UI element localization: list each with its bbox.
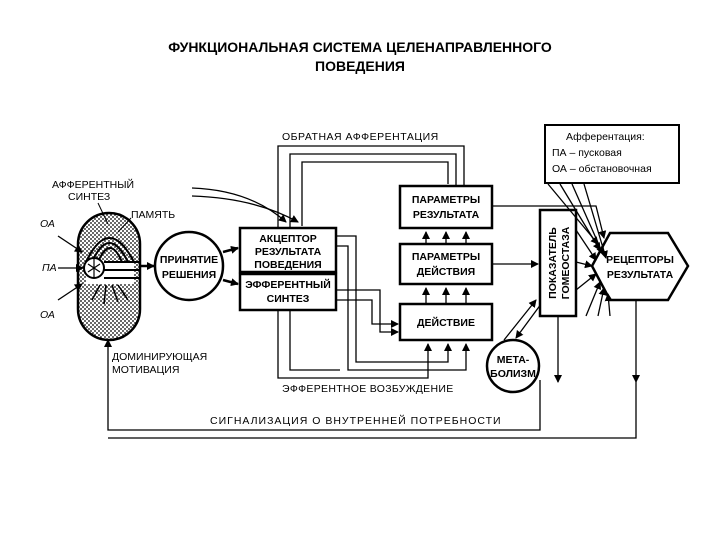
metabolism-text-2: БОЛИЗМ <box>490 368 536 380</box>
action-text: ДЕЙСТВИЕ <box>417 316 475 329</box>
acceptor-text-3: ПОВЕДЕНИЯ <box>254 259 321 271</box>
afferent-synthesis-label-2: СИНТЕЗ <box>68 191 110 203</box>
legend-line-3: ОА – обстановочная <box>552 163 652 175</box>
receptors-text-1: РЕЦЕПТОРЫ <box>606 254 674 266</box>
upward-arrows <box>422 231 470 304</box>
action-params-text-1: ПАРАМЕТРЫ <box>412 251 480 263</box>
efferent-excitation-label: ЭФФЕРЕНТНОЕ ВОЗБУЖДЕНИЕ <box>282 383 454 395</box>
legend-line-2: ПА – пусковая <box>552 147 622 159</box>
acceptor-text-2: РЕЗУЛЬТАТА <box>255 246 322 258</box>
motivation-label-2: МОТИВАЦИЯ <box>112 364 179 376</box>
receptors-text-2: РЕЗУЛЬТАТА <box>607 269 674 281</box>
decision-text-1: ПРИНЯТИЕ <box>160 254 218 266</box>
homeostasis-text-1: ПОКАЗАТЕЛЬ <box>547 227 559 299</box>
metabolism-text-1: МЕТА- <box>497 354 530 366</box>
action-parameters-box <box>398 242 494 286</box>
memory-label: ПАМЯТЬ <box>131 209 175 221</box>
result-params-text-2: РЕЗУЛЬТАТА <box>413 209 480 221</box>
afferent-synthesis-label-1: АФФЕРЕНТНЫЙ <box>52 178 134 191</box>
legend-box <box>544 124 680 184</box>
result-parameters-box <box>398 184 494 230</box>
efferent-text-2: СИНТЕЗ <box>267 293 310 305</box>
afferent-synthesis-capsule <box>76 211 142 342</box>
homeostasis-text-2: ГОМЕОСТАЗА <box>560 226 572 299</box>
pa-label: ПА <box>42 262 57 274</box>
efferent-synthesis-box <box>238 272 338 312</box>
acceptor-text-1: АКЦЕПТОР <box>259 233 317 245</box>
need-signal-label: СИГНАЛИЗАЦИЯ О ВНУТРЕННЕЙ ПОТРЕБНОСТИ <box>210 414 502 427</box>
acceptor-box <box>238 226 338 274</box>
title-line-1: ФУНКЦИОНАЛЬНАЯ СИСТЕМА ЦЕЛЕНАПРАВЛЕННОГО <box>168 39 552 55</box>
afferentation-fan-arrows <box>492 183 613 317</box>
legend-line-1: Афферентация: <box>566 131 645 143</box>
oa-bottom-label: ОА <box>40 309 55 321</box>
input-arrows <box>57 235 84 301</box>
diagram-title: ФУНКЦИОНАЛЬНАЯ СИСТЕМА ЦЕЛЕНАПРАВЛЕННОГО… <box>60 38 660 76</box>
result-params-text-1: ПАРАМЕТРЫ <box>412 194 480 206</box>
title-line-2: ПОВЕДЕНИЯ <box>315 58 405 74</box>
metabolism-circle <box>485 338 541 394</box>
action-box <box>398 302 494 342</box>
oa-top-label: ОА <box>40 218 55 230</box>
feedback-label: ОБРАТНАЯ АФФЕРЕНТАЦИЯ <box>282 131 439 143</box>
return-lines <box>104 300 640 439</box>
motivation-label-1: ДОМИНИРУЮЩАЯ <box>112 351 207 363</box>
decision-circle <box>153 230 225 302</box>
action-params-text-2: ДЕЙСТВИЯ <box>417 265 475 278</box>
decision-text-2: РЕШЕНИЯ <box>162 269 216 281</box>
receptors-hexagon <box>590 231 690 302</box>
efferent-text-1: ЭФФЕРЕНТНЫЙ <box>245 278 331 291</box>
efferent-lines <box>277 235 470 379</box>
